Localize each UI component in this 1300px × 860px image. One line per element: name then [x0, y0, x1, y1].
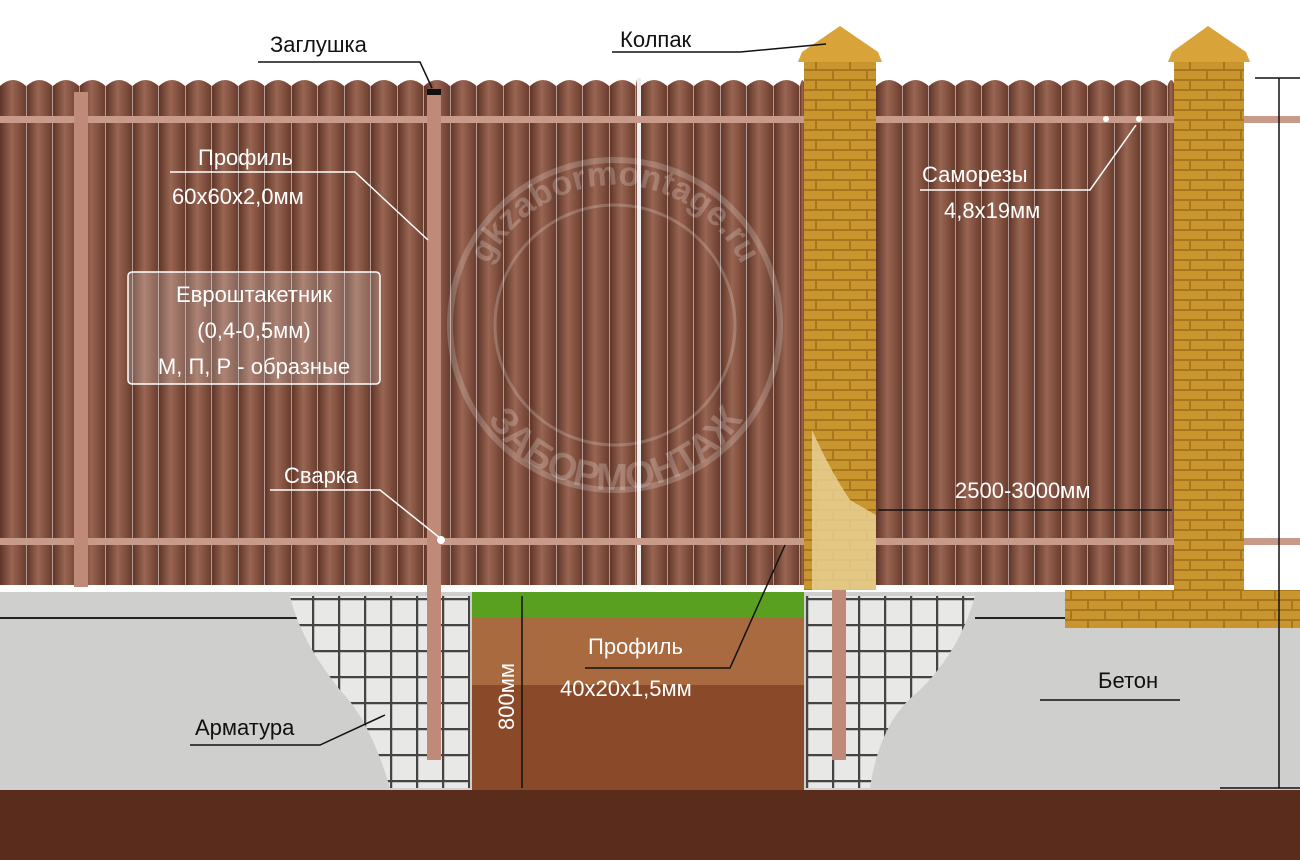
picket [450, 80, 477, 585]
picket [0, 80, 26, 585]
label-depth: 800мм [494, 663, 519, 730]
picket [132, 80, 159, 585]
screw-point [1136, 116, 1142, 122]
label-picket-thickness: (0,4-0,5мм) [197, 318, 310, 343]
label-picket-types: М, П, Р - образные [158, 354, 350, 379]
picket [238, 80, 265, 585]
picket [876, 80, 902, 585]
label-height: 3000-4500мм [1252, 310, 1277, 445]
label-span: 2500-3000мм [955, 478, 1090, 503]
post-main [427, 92, 441, 760]
picket [291, 80, 318, 585]
rail-top-right [876, 116, 1176, 123]
section-gap [637, 78, 641, 585]
label-post-cap: Колпак [620, 27, 692, 52]
picket [530, 80, 556, 585]
pillar-cap-2 [1168, 26, 1250, 62]
picket [982, 80, 1008, 585]
label-rebar: Арматура [195, 715, 295, 740]
picket [747, 80, 773, 585]
picket [636, 80, 637, 585]
picket [955, 80, 982, 585]
picket [1035, 80, 1061, 585]
picket [1114, 80, 1141, 585]
post-left [74, 92, 88, 587]
picket [344, 80, 371, 585]
height-dimension [1220, 77, 1300, 789]
rail-stub [1243, 116, 1300, 123]
label-screws-size: 4,8х19мм [944, 198, 1040, 223]
picket [694, 80, 720, 585]
screw-point [1103, 116, 1109, 122]
label-welding: Сварка [284, 463, 359, 488]
rail-top-left [0, 116, 805, 123]
picket [318, 80, 344, 585]
brick-pillar-2 [1174, 62, 1244, 590]
label-picket-title: Евроштакетник [176, 282, 332, 307]
picket [609, 80, 636, 585]
rebar-cage-left [290, 596, 470, 788]
picket [1141, 80, 1167, 585]
picket [26, 80, 53, 585]
label-cap-plug: Заглушка [270, 32, 368, 57]
picket [106, 80, 132, 585]
picket [902, 80, 929, 585]
picket [1061, 80, 1088, 585]
picket [159, 80, 185, 585]
picket [1088, 80, 1114, 585]
label-screws-title: Саморезы [922, 162, 1028, 187]
picket [185, 80, 212, 585]
picket [556, 80, 583, 585]
rebar-cage-right [806, 596, 975, 788]
picket [397, 80, 424, 585]
label-profile-main-title: Профиль [198, 145, 293, 170]
picket [583, 80, 609, 585]
gravel-layer [0, 788, 1300, 860]
rail-bottom-left [0, 538, 805, 545]
label-concrete: Бетон [1098, 668, 1158, 693]
picket [265, 80, 291, 585]
picket-label-box [127, 271, 381, 385]
label-profile-main-size: 60х60х2,0мм [172, 184, 304, 209]
picket [929, 80, 955, 585]
picket [667, 80, 694, 585]
picket [53, 80, 79, 585]
post-plug [427, 89, 441, 95]
label-profile-rail-size: 40х20х1,5мм [560, 676, 692, 701]
grass [472, 592, 804, 618]
rail-bottom-right [876, 538, 1176, 545]
picket [503, 80, 530, 585]
picket [1008, 80, 1035, 585]
picket [212, 80, 238, 585]
brick-footing [1065, 590, 1300, 628]
pillar-cap-1 [798, 26, 882, 62]
label-profile-rail-title: Профиль [588, 634, 683, 659]
picket [1167, 80, 1175, 585]
picket [800, 80, 805, 585]
picket [641, 80, 667, 585]
picket [477, 80, 503, 585]
pillar-cutaway [812, 430, 876, 590]
picket [371, 80, 397, 585]
rail-stub [1243, 538, 1300, 545]
picket [773, 80, 800, 585]
picket [720, 80, 747, 585]
